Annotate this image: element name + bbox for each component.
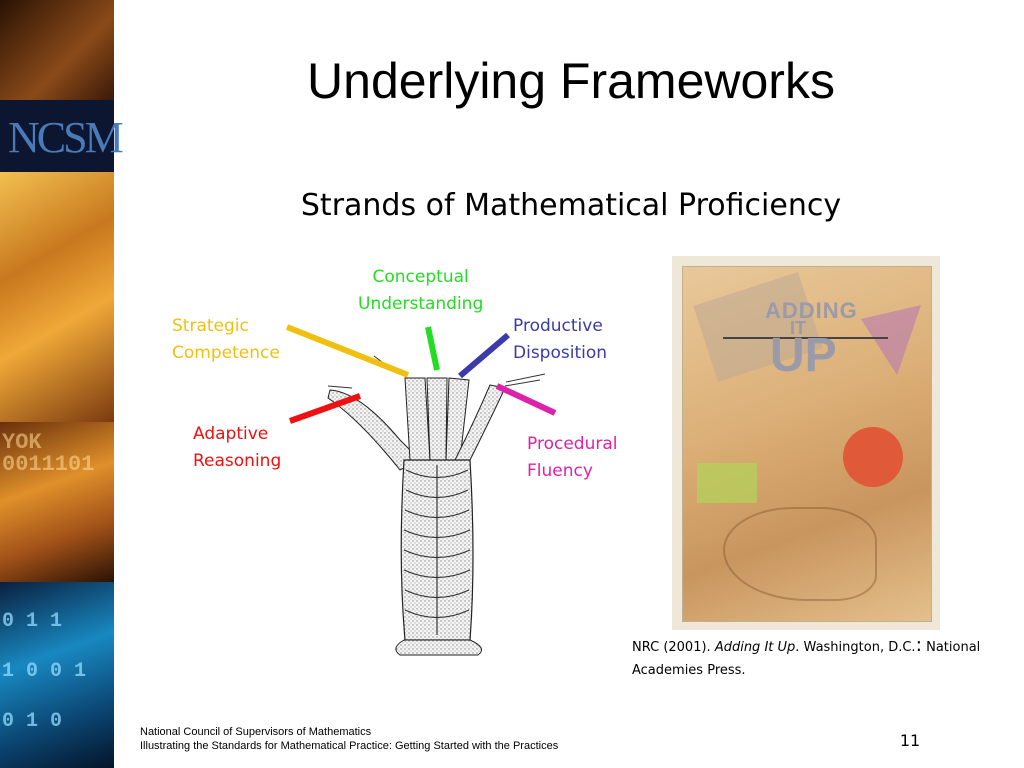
- citation-publisher: National Academies Press.: [632, 640, 981, 678]
- sidebar-band-amber: [0, 422, 114, 582]
- slide-title: Underlying Frameworks: [307, 53, 835, 109]
- cover-rule: [723, 337, 888, 339]
- label-line: Understanding: [358, 294, 484, 314]
- footer-organization: National Council of Supervisors of Mathe…: [140, 726, 372, 738]
- footer-series-title: Illustrating the Standards for Mathemati…: [140, 740, 559, 752]
- label-line: Reasoning: [193, 451, 282, 471]
- productive-pointer-line: [458, 332, 510, 379]
- label-line: Fluency: [527, 461, 593, 481]
- procedural-pointer-line: [495, 383, 557, 416]
- label-line: Strategic: [172, 316, 249, 336]
- citation-suffix: . Washington, D.C.: [795, 640, 916, 655]
- sidebar-band-blue: [0, 582, 114, 768]
- adaptive-pointer-line: [288, 393, 362, 424]
- page-number: 11: [899, 731, 921, 750]
- citation-book-title: Adding It Up: [714, 640, 796, 655]
- adaptive-reasoning-label: Adaptive Reasoning: [193, 421, 281, 475]
- cover-shape: [861, 305, 921, 375]
- cover-green-shape: [697, 463, 757, 503]
- sidebar-binary-text: 0 1 1: [2, 610, 63, 633]
- sidebar-binary-text: 0 1 0: [2, 710, 63, 733]
- sidebar-binary-text: 1 0 0 1: [2, 660, 87, 683]
- cover-red-circle: [843, 427, 903, 487]
- conceptual-understanding-label: Conceptual Understanding: [358, 264, 483, 318]
- conceptual-pointer-line: [425, 326, 440, 371]
- slide-footer: National Council of Supervisors of Mathe…: [140, 725, 558, 753]
- rope-strand-mid-left: [404, 377, 431, 461]
- citation-colon: :: [915, 634, 922, 656]
- label-line: Procedural: [527, 434, 618, 454]
- label-line: Adaptive: [193, 424, 269, 444]
- label-line: Conceptual: [372, 267, 469, 287]
- book-title-line: IT: [790, 318, 806, 338]
- strategic-competence-label: Strategic Competence: [172, 313, 280, 367]
- label-line: Productive: [513, 316, 603, 336]
- label-line: Disposition: [513, 343, 608, 363]
- ncsm-logo-box: [0, 100, 114, 172]
- label-line: Competence: [172, 343, 280, 363]
- slide-subtitle: Strands of Mathematical Proficiency: [300, 188, 842, 223]
- rope-frayed-end: [395, 639, 483, 656]
- ncsm-logo: NCSM: [8, 113, 124, 162]
- productive-disposition-label: Productive Disposition: [513, 313, 607, 367]
- cover-shape: [723, 507, 877, 601]
- sidebar-binary-text: YOK: [2, 430, 42, 455]
- citation: NRC (2001). Adding It Up. Washington, D.…: [632, 634, 1016, 682]
- sidebar-band-gold: [0, 172, 114, 422]
- procedural-fluency-label: Procedural Fluency: [527, 431, 617, 485]
- book-title-line: ADDING: [765, 298, 858, 323]
- book-title-line: UP: [770, 329, 837, 382]
- rope-strand-center: [426, 377, 448, 461]
- citation-prefix: NRC (2001).: [632, 640, 715, 655]
- sidebar-band-top: [0, 0, 114, 100]
- rope-frayed-tips: [327, 355, 546, 389]
- rope-braid-lines: [403, 465, 471, 635]
- book-cover-art: [682, 266, 932, 622]
- sidebar-binary-text: 0011101: [2, 452, 95, 477]
- strategic-pointer-line: [285, 324, 410, 378]
